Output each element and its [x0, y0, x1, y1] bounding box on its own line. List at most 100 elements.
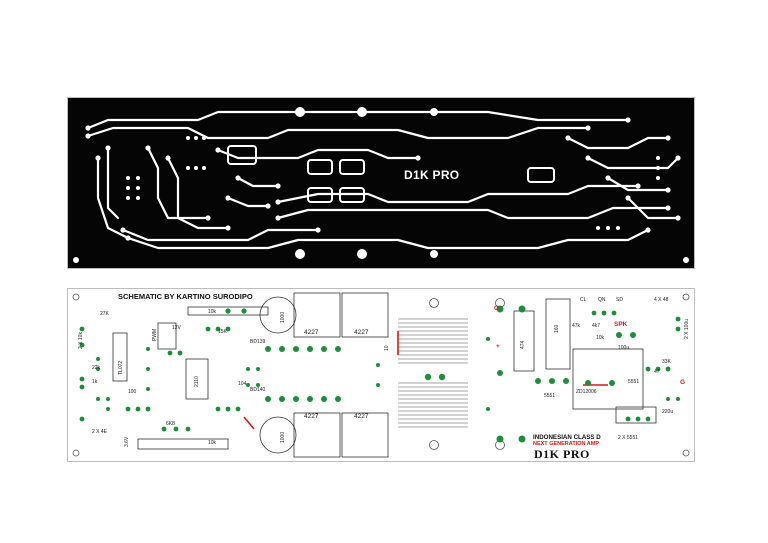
silkscreen-layer-board: SCHEMATIC BY KARTINO SURODIPO 4227 4227 …: [67, 288, 695, 462]
ic-outline: [157, 322, 177, 350]
trace: [121, 228, 320, 242]
mount-hole: [73, 257, 79, 263]
trace: [626, 196, 680, 220]
trace: [126, 228, 650, 250]
mosfet-outline: [341, 292, 389, 338]
mount-hole: [295, 249, 305, 259]
mount-hole: [430, 250, 438, 258]
trace: [276, 184, 640, 204]
chip-outline: [572, 348, 644, 410]
trace: [106, 146, 120, 220]
mosfet-label: 4227: [304, 329, 319, 336]
mount-hole: [357, 249, 367, 259]
brand-logo-text: D1K PRO: [534, 447, 590, 461]
transistor-label: BD139: [250, 339, 266, 345]
capacitor-label: 104: [238, 381, 247, 387]
resistor-label: 27K: [100, 311, 109, 317]
transistor-label: BD140: [250, 387, 266, 393]
ic-outline: [112, 332, 128, 382]
resistor-label: 4k7: [592, 323, 601, 329]
resistor-label: 6K8: [166, 421, 175, 427]
copper-board-title: D1K PRO: [404, 168, 460, 182]
speaker-terminal-label: SPK: [614, 321, 628, 328]
capacitor-array-label: 2 X 100u: [684, 318, 690, 339]
mosfet-outline: [341, 412, 389, 458]
capacitor-label: 100u: [618, 345, 630, 351]
solder-pad-group: [85, 117, 681, 241]
resistor-label: 10k: [208, 440, 217, 446]
component-label: QN: [598, 297, 606, 303]
resistor-label: 33K: [662, 359, 671, 365]
trace: [216, 148, 420, 160]
trace: [276, 206, 670, 220]
mount-hole-group: [73, 107, 689, 263]
power-pad: [527, 167, 555, 183]
tagline-label: NEXT GENERATION AMP: [533, 441, 600, 447]
copper-traces: [73, 107, 689, 263]
trace: [586, 156, 680, 170]
capacitor-label: 474: [520, 340, 526, 349]
electrolytic-cap-outline: [259, 416, 297, 454]
trace: [96, 156, 130, 240]
resistor-label: 10: [384, 345, 390, 351]
capacitor-label: 220u: [662, 409, 674, 415]
schematic-credit: SCHEMATIC BY KARTINO SURODIPO: [118, 292, 253, 301]
power-pad: [339, 159, 365, 175]
resistor-label: 22k: [92, 365, 101, 371]
zener-label: 12V: [172, 325, 181, 331]
heatsink-fins: [398, 318, 468, 428]
trace: [226, 196, 270, 208]
section-label: PWM: [152, 328, 158, 341]
mount-hole: [430, 108, 438, 116]
ic-outline: [185, 358, 209, 400]
mosfet-label: 4227: [304, 413, 319, 420]
trace: [566, 136, 670, 150]
trace: [86, 110, 630, 130]
component-label: CL: [580, 297, 587, 303]
polarity-label: +: [496, 343, 500, 350]
pad-group: [79, 305, 681, 443]
zener-label: 3.6V: [124, 436, 130, 447]
resistor-label: 47: [654, 369, 660, 375]
power-pad-group: [227, 145, 555, 203]
transistor-array-label: 2 X 5551: [618, 435, 639, 441]
component-outline-group: [112, 292, 657, 458]
resistor-label: 15K: [218, 329, 227, 335]
capacitor-label: 1000: [280, 431, 286, 443]
resistor-outline: [187, 306, 269, 316]
trace: [86, 126, 590, 140]
resistor-label: 47k: [572, 323, 581, 329]
ic-label: TL072: [118, 360, 124, 375]
capacitor-label: 1000: [280, 311, 286, 323]
trace: [146, 146, 210, 220]
component-label: SD: [616, 297, 623, 303]
resistor-array-label: 2 X 10k: [78, 332, 84, 349]
resistor-array-label: 4 X 48: [654, 297, 669, 303]
mount-hole: [357, 107, 367, 117]
ground-label: G: [494, 305, 500, 312]
mount-hole: [683, 257, 689, 263]
trace: [606, 176, 670, 192]
inductor-label: 160: [554, 324, 560, 333]
product-line-label: INDONESIAN CLASS D: [533, 434, 601, 441]
copper-layer-board: D1K PRO: [67, 97, 695, 269]
resistor-outline: [137, 438, 229, 450]
resistor-label: 10k: [208, 309, 217, 315]
trace: [236, 176, 280, 188]
mosfet-outline: [293, 292, 341, 338]
resistor-label: 10k: [596, 335, 605, 341]
ic-label: 2110: [194, 376, 200, 387]
resistor-label: 100: [128, 389, 137, 395]
resistor-array-label: 2 X 4E: [92, 429, 108, 435]
mosfet-label: 4227: [354, 413, 369, 420]
power-pad: [227, 145, 257, 165]
mosfet-outline: [293, 412, 341, 458]
power-pad: [307, 159, 333, 175]
resistor-label: 1k: [92, 379, 98, 385]
ground-label: G: [680, 379, 686, 386]
mount-hole: [295, 107, 305, 117]
transistor-outline: [615, 406, 657, 424]
transistor-label: 5551: [628, 379, 640, 385]
mount-hole-group: [72, 293, 690, 457]
mosfet-label: 4227: [354, 329, 369, 336]
